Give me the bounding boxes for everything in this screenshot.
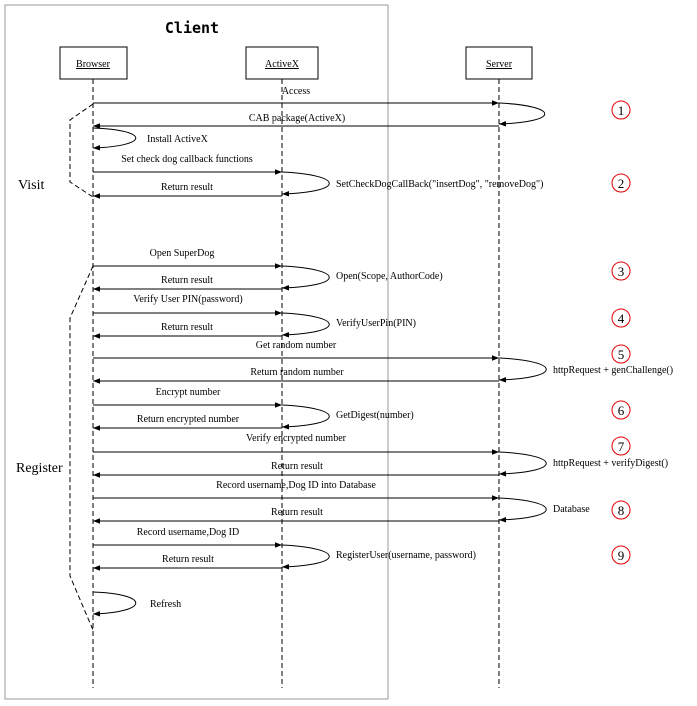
side-verify-digest: httpRequest + verifyDigest() [553,458,668,469]
svg-text:8: 8 [618,503,625,518]
msg-set-callback: Set check dog callback functions [121,154,253,165]
step-marker-6: 6 [611,400,631,420]
side-get-digest: GetDigest(number) [336,410,414,421]
msg-record-db: Record username,Dog ID into Database [216,480,376,491]
msg-verify-pin: Verify User PIN(password) [133,294,242,305]
step-marker-7: 7 [611,436,631,456]
step-marker-8: 8 [611,500,631,520]
msg-record-dog: Record username,Dog ID [137,527,239,538]
side-database: Database [553,504,590,515]
msg-return-4: Return result [161,322,213,333]
side-set-check-dog: SetCheckDogCallBack("insertDog", "remove… [336,179,543,190]
msg-encrypt: Encrypt number [156,387,221,398]
svg-text:Browser: Browser [76,59,111,70]
step-marker-1: 1 [611,100,631,120]
msg-return-2: Return result [161,182,213,193]
actor-browser: Browser [59,46,128,80]
svg-text:4: 4 [618,311,625,326]
activex-loop-9 [281,544,330,570]
side-gen-challenge: httpRequest + genChallenge() [553,365,673,376]
activex-loop-4 [281,312,330,338]
server-loop-7 [498,451,547,477]
msg-access: Access [282,86,310,97]
register-bracket [69,265,94,631]
svg-text:6: 6 [618,403,625,418]
server-loop-1 [498,102,546,127]
section-visit: Visit [18,178,44,193]
actor-server: Server [465,46,533,80]
step-marker-2: 2 [611,173,631,193]
svg-text:3: 3 [618,264,625,279]
side-open: Open(Scope, AuthorCode) [336,271,443,282]
svg-text:2: 2 [618,176,625,191]
svg-text:1: 1 [618,103,625,118]
activex-loop-6 [281,404,330,430]
msg-return-random: Return random number [250,367,344,378]
msg-return-9: Return result [162,554,214,565]
msg-refresh: Refresh [150,599,181,610]
step-marker-5: 5 [611,344,631,364]
msg-install-activex: Install ActiveX [147,134,209,145]
msg-open-superdog: Open SuperDog [150,248,215,259]
activex-loop-2 [281,171,330,197]
svg-text:9: 9 [618,548,625,563]
side-verify-user-pin: VerifyUserPin(PIN) [336,318,416,329]
msg-verify-encrypted: Verify encrypted number [246,433,347,444]
step-marker-3: 3 [611,261,631,281]
browser-loop-install [92,127,137,151]
server-loop-8 [498,497,547,523]
svg-text:5: 5 [618,347,625,362]
msg-cab-package: CAB package(ActiveX) [249,113,345,124]
section-register: Register [16,461,63,476]
msg-get-random: Get random number [256,340,337,351]
actor-activex: ActiveX [245,46,319,80]
side-register-user: RegisterUser(username, password) [336,550,476,561]
step-marker-4: 4 [611,308,631,328]
browser-loop-refresh [92,591,137,617]
msg-return-8: Return result [271,507,323,518]
client-title: Client [165,19,219,37]
msg-return-7: Return result [271,461,323,472]
msg-return-3: Return result [161,275,213,286]
visit-bracket [69,103,94,198]
activex-loop-3 [281,265,330,291]
msg-return-encrypted: Return encrypted number [137,414,240,425]
svg-text:Server: Server [486,59,513,70]
server-loop-5 [498,357,547,383]
step-marker-9: 9 [611,545,631,565]
svg-text:7: 7 [618,439,625,454]
client-boundary [4,4,389,700]
svg-text:ActiveX: ActiveX [265,59,300,70]
